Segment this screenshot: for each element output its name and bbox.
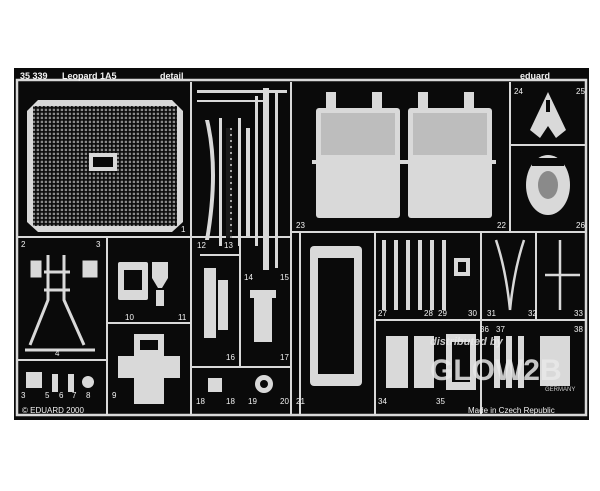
part-label: 16 bbox=[226, 353, 235, 362]
part-label: 8 bbox=[86, 391, 91, 400]
part-label: 7 bbox=[72, 391, 77, 400]
parts-10-11 bbox=[118, 262, 168, 306]
part-label: 23 bbox=[296, 221, 305, 230]
fret-title: Leopard 1A5 bbox=[62, 71, 117, 81]
fret-frame bbox=[15, 78, 588, 417]
part-label: 37 bbox=[496, 325, 505, 334]
parts-24-26 bbox=[526, 92, 570, 215]
part-label: 10 bbox=[125, 313, 134, 322]
part-label: 4 bbox=[55, 349, 60, 358]
part-label: 34 bbox=[378, 397, 387, 406]
part-label: 33 bbox=[574, 309, 583, 318]
part-label: 36 bbox=[480, 325, 489, 334]
brand-logo-text: eduard bbox=[520, 71, 550, 81]
part-number-labels: 1 2 3 3 4 5 6 7 8 9 10 11 12 13 14 15 16… bbox=[21, 87, 585, 406]
fret-code: 35 339 bbox=[20, 71, 48, 81]
part-1-engine-grille bbox=[27, 100, 183, 232]
part-label: 13 bbox=[224, 241, 233, 250]
watermark-logo: GLOW2B bbox=[430, 354, 562, 387]
parts-12-15-strips bbox=[197, 88, 287, 270]
parts-34-38 bbox=[386, 334, 570, 390]
watermark-line3: GERMANY bbox=[545, 387, 575, 393]
parts-16-20 bbox=[204, 268, 276, 393]
part-label: 26 bbox=[576, 221, 585, 230]
origin-text: Made in Czech Republic bbox=[468, 406, 555, 415]
part-label: 3 bbox=[21, 391, 26, 400]
part-label: 9 bbox=[112, 391, 117, 400]
part-label: 6 bbox=[59, 391, 64, 400]
part-label: 18 bbox=[196, 397, 205, 406]
part-label: 24 bbox=[514, 87, 523, 96]
part-23-22-stowage-boxes bbox=[312, 92, 496, 218]
part-label: 2 bbox=[21, 240, 26, 249]
part-label: 21 bbox=[296, 397, 305, 406]
watermark-line1: distributed by bbox=[430, 336, 504, 348]
part-label: 18 bbox=[226, 397, 235, 406]
part-label: 19 bbox=[248, 397, 257, 406]
part-21-frame bbox=[310, 246, 362, 386]
parts-31-33 bbox=[494, 239, 580, 311]
part-label: 31 bbox=[487, 309, 496, 318]
part-label: 38 bbox=[574, 325, 583, 334]
part-label: 1 bbox=[181, 225, 186, 234]
part-label: 27 bbox=[378, 309, 387, 318]
part-label: 35 bbox=[436, 397, 445, 406]
part-label: 15 bbox=[280, 273, 289, 282]
part-label: 17 bbox=[280, 353, 289, 362]
parts-2-4-frame bbox=[25, 255, 98, 352]
part-label: 5 bbox=[45, 391, 50, 400]
distributor-watermark: distributed by GLOW2B GERMANY bbox=[430, 336, 575, 393]
part-label: 32 bbox=[528, 309, 537, 318]
part-label: 3 bbox=[96, 240, 101, 249]
part-label: 14 bbox=[244, 273, 253, 282]
part-label: 22 bbox=[497, 221, 506, 230]
part-label: 12 bbox=[197, 241, 206, 250]
runners bbox=[17, 82, 586, 415]
fret-subtitle: detail bbox=[160, 71, 184, 81]
copyright-text: © EDUARD 2000 bbox=[22, 406, 84, 415]
parts-27-30-strips bbox=[382, 240, 470, 310]
part-label: 29 bbox=[438, 309, 447, 318]
part-label: 11 bbox=[178, 313, 187, 322]
part-label: 28 bbox=[424, 309, 433, 318]
part-label: 20 bbox=[280, 397, 289, 406]
parts-5-8 bbox=[26, 372, 94, 392]
part-label: 30 bbox=[468, 309, 477, 318]
part-9 bbox=[118, 334, 180, 404]
part-label: 25 bbox=[576, 87, 585, 96]
